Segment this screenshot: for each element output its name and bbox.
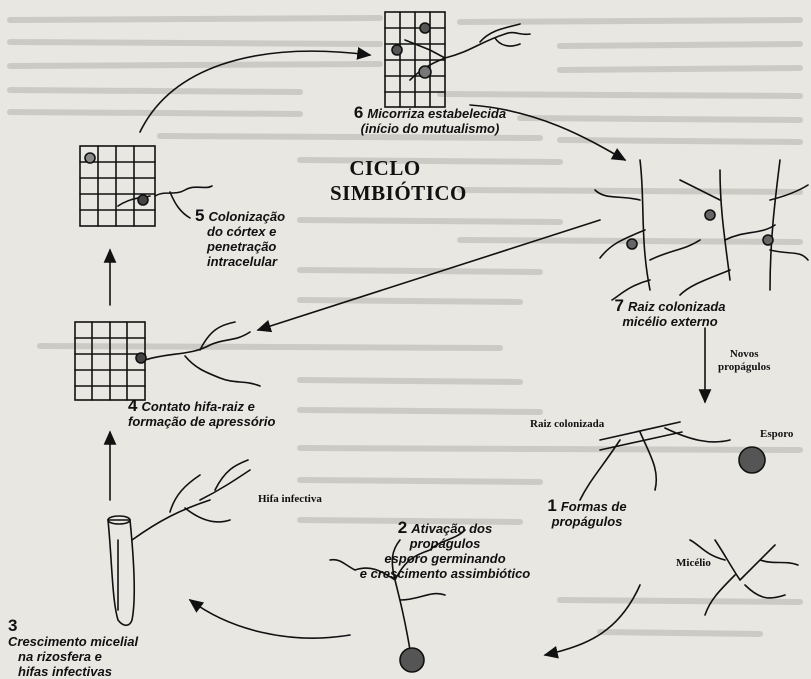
stage-line: Colonização	[208, 209, 285, 224]
stage-line: micélio externo	[580, 314, 760, 329]
stage-3-label: 3 Crescimento micelial na rizosfera e hi…	[8, 618, 198, 679]
small-line: Novos	[718, 348, 770, 361]
novos-propagulos-label: Novos propágulos	[718, 348, 770, 374]
stage-line: esporo germinando	[320, 551, 570, 566]
stage-6-label: 6 Micorriza estabelecida (início do mutua…	[330, 105, 530, 136]
stage-5-root-cells	[80, 146, 212, 226]
micelio-label: Micélio	[676, 557, 711, 569]
stage-line: Micorriza estabelecida	[367, 106, 506, 121]
stage-line: Formas de	[561, 499, 627, 514]
stage-1-colonized-root	[580, 422, 730, 500]
stage-7-spore	[627, 239, 637, 249]
stage-line: hifas infectivas	[8, 664, 198, 679]
stage-line: Ativação dos	[411, 521, 492, 536]
stage-5-label: 5 Colonização do córtex e penetração intr…	[195, 208, 320, 269]
stage-line: do córtex e	[195, 224, 320, 239]
stage-line: Contato hifa-raiz e	[141, 399, 254, 414]
title-line: CICLO	[330, 156, 440, 181]
small-line: propágulos	[718, 361, 770, 374]
stage-number: 4	[128, 396, 137, 415]
stage-2-spore	[400, 648, 424, 672]
stage-7-colonized-root	[595, 160, 808, 300]
stage-5-arbuscule	[85, 153, 95, 163]
hifa-infectiva-label: Hifa infectiva	[258, 493, 322, 505]
stage-line: intracelular	[195, 254, 320, 269]
stage-6-root-cells	[385, 12, 530, 107]
stage-4-label: 4 Contato hifa-raiz e formação de apressó…	[128, 398, 338, 429]
stage-7-spore	[763, 235, 773, 245]
stage-line: propágulos	[320, 536, 570, 551]
stage-1-spore	[739, 447, 765, 473]
stage-number: 3	[8, 616, 17, 635]
stage-4-appressorium	[136, 353, 146, 363]
esporo-label: Esporo	[760, 428, 793, 440]
cycle-title: CICLO SIMBIÓTICO	[330, 156, 440, 206]
stage-4-root-cells	[75, 322, 260, 400]
stage-3-root	[108, 460, 250, 625]
stage-line: penetração	[195, 239, 320, 254]
stage-number: 6	[354, 103, 363, 122]
stage-line: e crescimento assimbiótico	[320, 566, 570, 581]
arrow-2-to-3	[190, 600, 350, 638]
stage-6-vesicle	[392, 45, 402, 55]
stage-7-label: 7 Raiz colonizada micélio externo	[580, 298, 760, 329]
stage-line: Raiz colonizada	[628, 299, 726, 314]
stage-line: Crescimento micelial	[8, 634, 198, 649]
stage-1-mycelium	[690, 540, 798, 615]
stage-line: formação de apressório	[128, 414, 338, 429]
raiz-colonizada-label: Raiz colonizada	[530, 418, 604, 430]
stage-6-vesicle	[420, 23, 430, 33]
stage-number: 5	[195, 206, 204, 225]
arrow-1-to-2	[545, 585, 640, 655]
stage-line: (início do mutualismo)	[330, 121, 530, 136]
stage-number: 7	[615, 296, 624, 315]
stage-line: na rizosfera e	[8, 649, 198, 664]
stage-2-label: 2 Ativação dos propágulos esporo germinan…	[320, 520, 570, 581]
title-line: SIMBIÓTICO	[330, 181, 440, 206]
stage-5-vesicle	[138, 195, 148, 205]
stage-7-spore	[705, 210, 715, 220]
stage-number: 1	[547, 496, 556, 515]
stage-number: 2	[398, 518, 407, 537]
stage-6-arbuscule	[419, 66, 431, 78]
